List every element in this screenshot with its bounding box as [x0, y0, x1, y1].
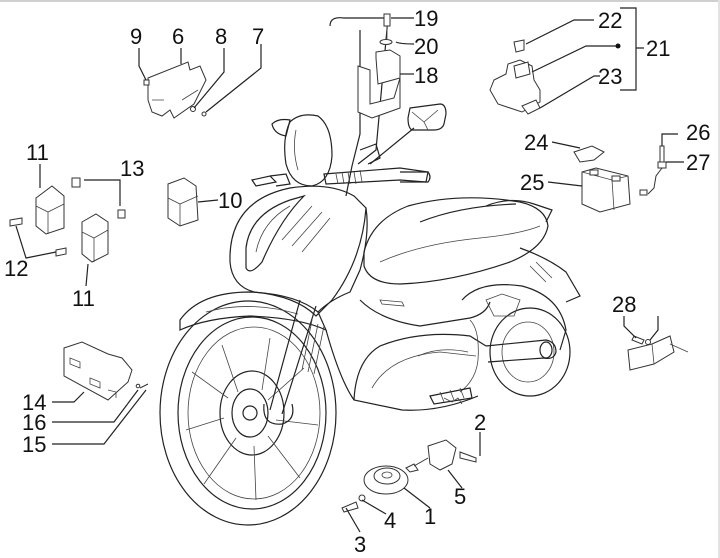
callout-12: 12 — [4, 256, 28, 281]
scooter-drawing — [159, 17, 581, 526]
callout-13: 13 — [120, 156, 144, 181]
callout-labels: 9 6 8 7 19 20 18 22 21 23 24 25 26 27 11… — [4, 6, 710, 557]
callout-21: 22 — [598, 8, 622, 33]
callout-8: 8 — [215, 24, 227, 49]
battery-assembly — [573, 145, 631, 213]
callout-3: 3 — [354, 532, 366, 557]
starter-relay-assembly — [489, 39, 541, 115]
callout-24: 25 — [520, 170, 544, 195]
callout-11-upper: 11 — [26, 140, 49, 165]
callout-1: 1 — [424, 504, 436, 529]
callout-20: 21 — [646, 36, 670, 61]
callout-6: 6 — [172, 24, 184, 49]
leader-lines — [15, 7, 684, 533]
relay-set-11 — [9, 177, 126, 263]
callout-14: 14 — [22, 390, 46, 415]
callout-9: 9 — [130, 24, 142, 49]
callout-19: 20 — [414, 34, 438, 59]
horn-assembly — [341, 439, 477, 513]
callout-4: 4 — [384, 508, 396, 533]
callout-26: 27 — [686, 150, 710, 175]
callout-10: 10 — [218, 188, 242, 213]
callout-27: 28 — [612, 292, 636, 317]
callout-25: 26 — [686, 120, 710, 145]
front-wheel — [159, 300, 337, 526]
relay-bracket-14 — [63, 341, 149, 401]
callout-11-lower: 11 — [72, 286, 95, 311]
ground-lead-assembly — [639, 145, 667, 196]
mounting-plate-assembly — [143, 61, 207, 119]
callout-15: 15 — [22, 432, 46, 457]
frame-top-edge — [0, 0, 720, 2]
callout-16: 16 — [22, 410, 46, 435]
callout-22: 23 — [598, 64, 622, 89]
control-unit-assembly — [357, 13, 401, 119]
frame-right-edge — [718, 0, 720, 558]
side-bracket-27 — [627, 335, 689, 371]
callout-5: 5 — [454, 484, 466, 509]
callout-2: 2 — [474, 410, 486, 435]
callout-18: 19 — [414, 6, 438, 31]
relay-10 — [167, 177, 199, 227]
callout-7: 7 — [252, 24, 264, 49]
callout-17: 18 — [414, 63, 438, 88]
callout-23: 24 — [524, 130, 548, 155]
